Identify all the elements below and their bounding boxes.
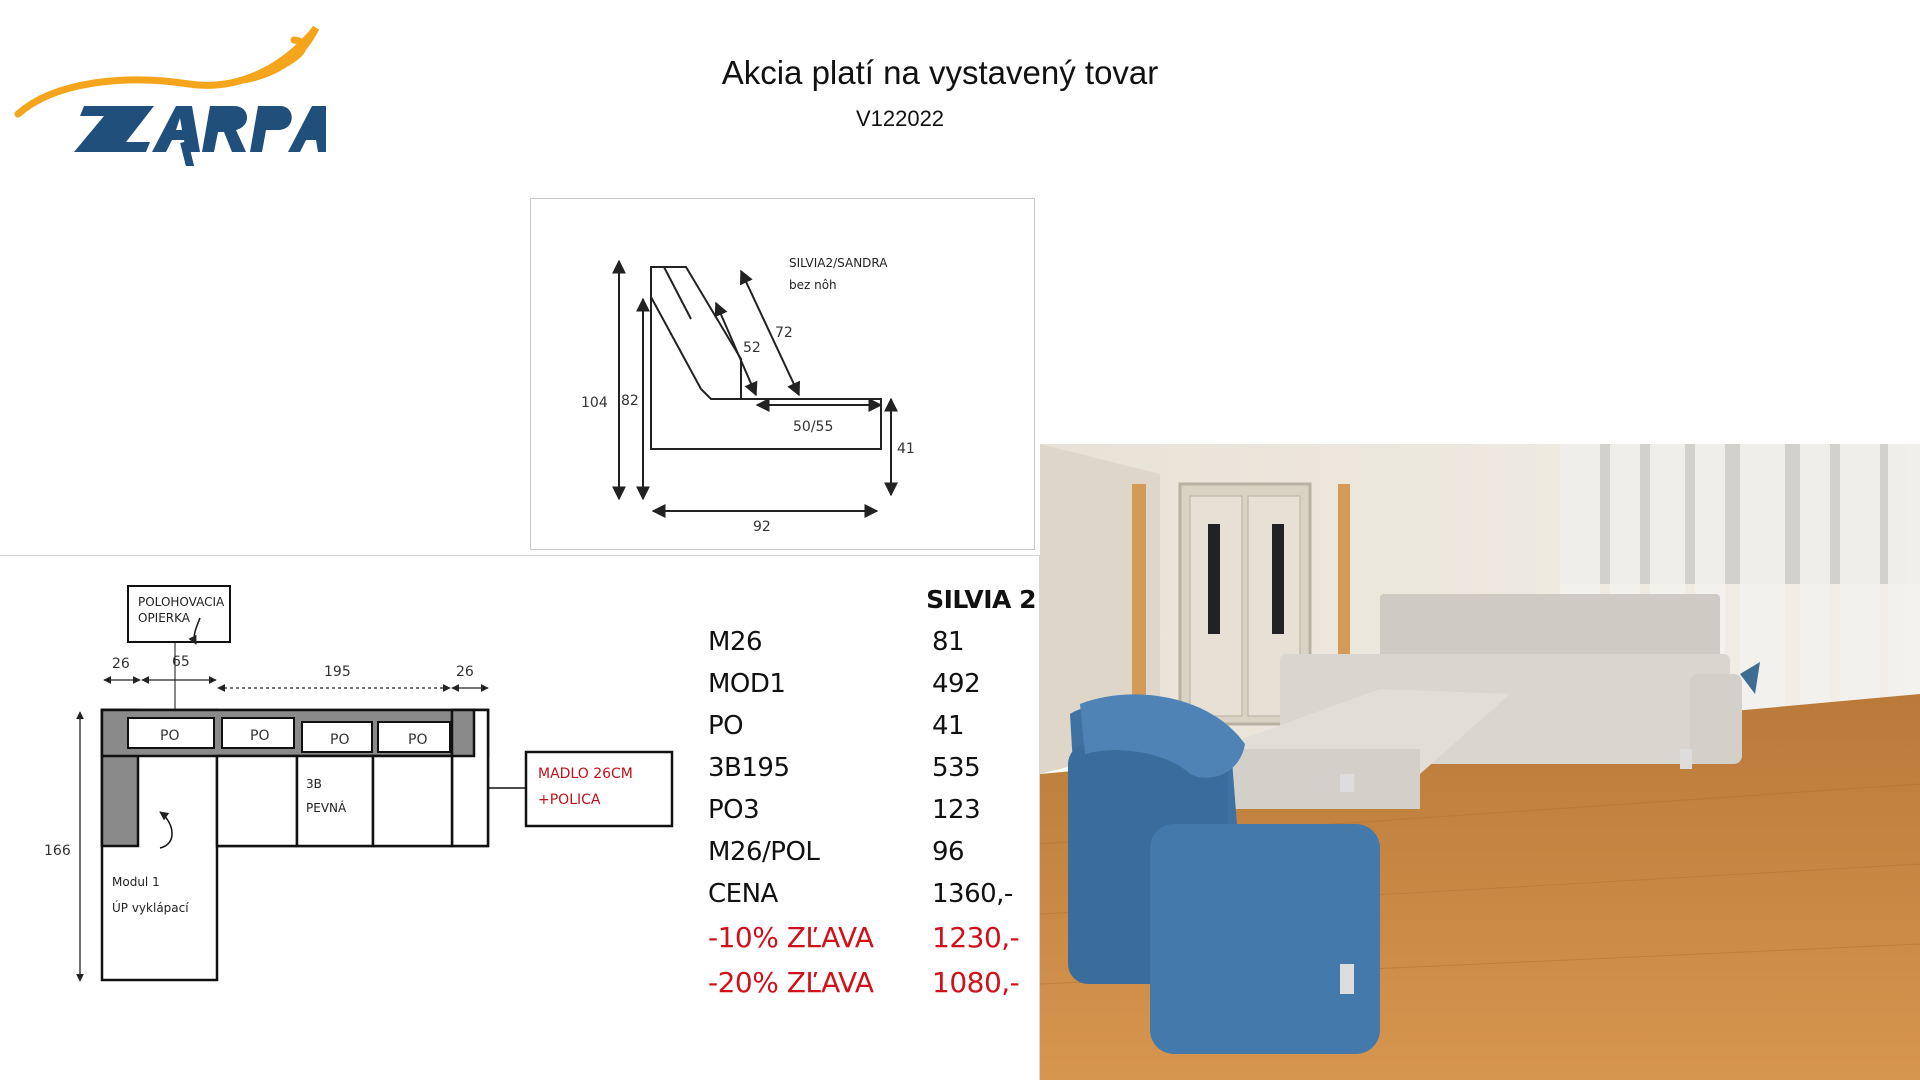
- sofa-label-line1: 3B: [306, 777, 322, 791]
- price-row-value: 535: [932, 753, 981, 783]
- dim-total-height: 104: [581, 395, 608, 411]
- discount-row-code: -20% ZĽAVA: [708, 966, 874, 999]
- armrest-callout: [524, 750, 674, 828]
- price-row-code: M26: [708, 627, 763, 657]
- price-row-code: MOD1: [708, 669, 786, 699]
- headrest-callout: [127, 585, 231, 643]
- dim-seat-depth: 50/55: [793, 419, 833, 435]
- cushion-label-2: PO: [250, 728, 269, 744]
- discount-row-value: 1230,-: [932, 921, 1020, 954]
- price-row-code: 3B195: [708, 753, 790, 783]
- armchair: [1068, 694, 1380, 1054]
- dim-module-width: 65: [172, 654, 190, 670]
- profile-drawing: SILVIA2/SANDRA bez nôh 104 82 52 72 50/5…: [530, 198, 1035, 550]
- price-row-value: 123: [932, 795, 981, 825]
- price-row: PO 41: [708, 711, 1038, 751]
- dim-arm-right: 26: [456, 664, 474, 680]
- price-row-value: 96: [932, 837, 965, 867]
- module1-label-line1: Modul 1: [112, 875, 160, 889]
- price-row: PO3 123: [708, 795, 1038, 835]
- price-row-code: M26/POL: [708, 837, 820, 867]
- price-row: 3B195 535: [708, 753, 1038, 793]
- profile-model-label: SILVIA2/SANDRA: [789, 256, 888, 270]
- cushion-label-1: PO: [160, 728, 179, 744]
- sofa-label-line2: PEVNÁ: [306, 800, 347, 815]
- price-row-code: PO3: [708, 795, 760, 825]
- showroom-photo: [1040, 444, 1920, 1080]
- armrest-callout-line2: +POLICA: [538, 792, 601, 808]
- price-row-value: 1360,-: [932, 879, 1013, 909]
- price-row-total: CENA 1360,-: [708, 879, 1038, 919]
- price-row-code: CENA: [708, 879, 778, 909]
- module1-label-line2: ÚP vyklápací: [112, 900, 189, 915]
- profile-note: bez nôh: [789, 278, 837, 292]
- price-row-value: 41: [932, 711, 965, 741]
- price-row-value: 81: [932, 627, 965, 657]
- dim-seat-height: 41: [897, 441, 915, 457]
- price-row: M26/POL 96: [708, 837, 1038, 877]
- dim-seat-back-height: 82: [621, 393, 639, 409]
- price-row-code: PO: [708, 711, 744, 741]
- price-row: M26 81: [708, 627, 1038, 667]
- headrest-callout-line2: OPIERKA: [138, 611, 191, 625]
- corner-sofa: [1215, 594, 1760, 809]
- price-row: MOD1 492: [708, 669, 1038, 709]
- headrest-callout-line1: POLOHOVACIA: [138, 595, 225, 609]
- dim-depth: 166: [44, 843, 71, 859]
- price-row-value: 492: [932, 669, 981, 699]
- discount-row: -10% ZĽAVA 1230,-: [708, 921, 1038, 961]
- dim-arm-left: 26: [112, 656, 130, 672]
- dim-back-outer: 72: [775, 325, 793, 341]
- discount-row: -20% ZĽAVA 1080,-: [708, 966, 1038, 1006]
- offer-code: V122022: [855, 106, 945, 131]
- discount-row-value: 1080,-: [932, 966, 1020, 999]
- armrest-callout-line1: MADLO 26CM: [538, 766, 633, 782]
- dim-sofa-width: 195: [324, 664, 351, 680]
- page-title: Akcia platí na vystavený tovar: [721, 54, 1159, 91]
- zarpa-logo: [14, 25, 326, 166]
- layout-drawing: POLOHOVACIA OPIERKA 26 65 195 26 166: [0, 555, 1040, 1080]
- dim-back-inner: 52: [743, 340, 761, 356]
- cushion-label-4: PO: [408, 732, 427, 748]
- dim-total-depth: 92: [753, 519, 771, 535]
- profile-outline: [650, 296, 882, 450]
- discount-row-code: -10% ZĽAVA: [708, 921, 874, 954]
- cushion-label-3: PO: [330, 732, 349, 748]
- product-name: SILVIA 2: [926, 585, 1036, 614]
